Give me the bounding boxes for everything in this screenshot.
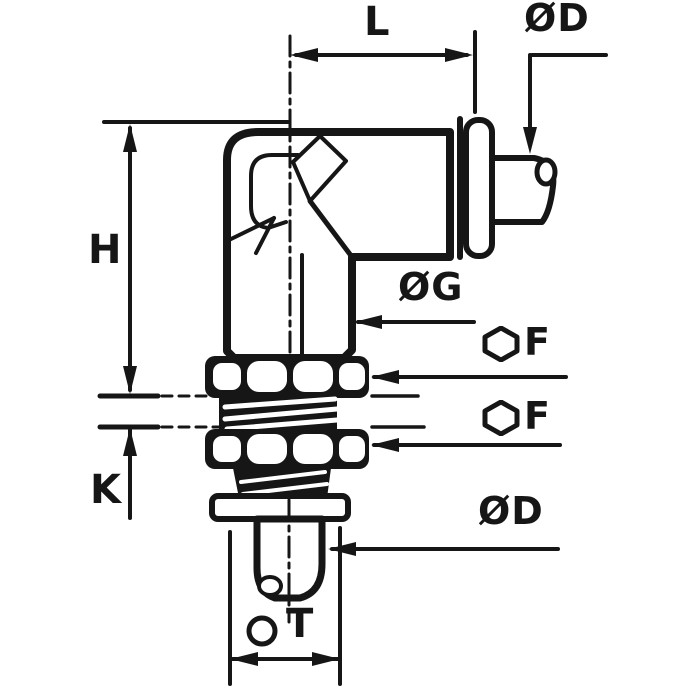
arrowhead-L-right	[445, 48, 473, 62]
tube-bore-bottom	[257, 575, 283, 597]
arrowhead-G	[354, 315, 382, 329]
dim-T	[228, 526, 342, 686]
hex-icon-upper	[481, 325, 521, 366]
dim-H	[102, 120, 290, 394]
label-height-H: H	[88, 227, 123, 273]
label-thread-diameter-T: T	[286, 601, 315, 647]
arrowhead-F-upper	[371, 370, 399, 384]
stem-tube-bottom	[253, 515, 326, 602]
label-hex-flats-lower: F	[524, 394, 551, 438]
leader-D-top	[523, 53, 608, 154]
corner-facet	[291, 134, 348, 203]
leader-F-lower	[371, 438, 562, 452]
hex-nut-upper	[205, 356, 369, 398]
corner-diagonal	[307, 198, 355, 260]
leader-D-bottom	[328, 542, 560, 556]
leader-G	[354, 315, 476, 329]
circle-icon-T	[244, 613, 280, 653]
arrowhead-D-top	[523, 127, 537, 154]
label-body-diameter-G: ØG	[398, 265, 464, 309]
arrowhead-H-top	[123, 124, 137, 152]
hex-icon-lower	[481, 399, 521, 440]
collet-ring	[463, 117, 495, 259]
label-hex-flats-upper: F	[524, 320, 551, 364]
label-tube-diameter-bottom: ØD	[478, 489, 544, 533]
tube-bore-right	[534, 157, 558, 187]
thread-lower	[233, 468, 331, 498]
thread-upper	[219, 395, 340, 432]
tube-stub-right	[489, 155, 558, 225]
arrowhead-T-left	[230, 652, 258, 666]
leader-F-upper	[371, 370, 568, 384]
label-tube-diameter-top: ØD	[524, 0, 590, 40]
label-length-L: L	[364, 0, 391, 45]
dim-K	[97, 393, 426, 520]
arrowhead-H-bottom	[123, 366, 137, 394]
label-panel-thickness-K: K	[90, 467, 122, 513]
arrowhead-T-right	[312, 652, 340, 666]
elbow-body	[223, 116, 463, 362]
arrowhead-L-left	[290, 48, 318, 62]
hex-nut-lower	[205, 429, 369, 469]
arrowhead-F-lower	[371, 438, 399, 452]
dim-L	[290, 30, 477, 114]
